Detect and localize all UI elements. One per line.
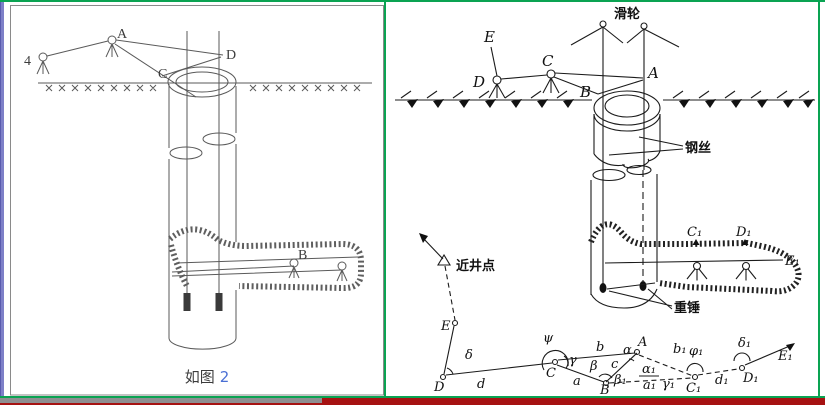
- sch-angle-beta1: β₁: [613, 373, 627, 388]
- sch-side-d1: d₁: [715, 373, 729, 388]
- green-border-top: [0, 0, 825, 2]
- label-tunnel-e1: E₁: [784, 254, 800, 269]
- label-surface-b: B: [579, 83, 591, 101]
- figure-caption: 如图 2: [185, 368, 230, 386]
- tunnel-sight-line: [604, 259, 784, 290]
- sch-angle-beta: β: [589, 359, 598, 374]
- sch-side-b1: b₁: [673, 342, 687, 357]
- bottom-red-bar: [322, 398, 825, 405]
- shaft-walls-left: [168, 84, 237, 350]
- tunnel-sight-lines-left: [171, 256, 359, 277]
- surface-triangle-lines: [490, 46, 644, 95]
- green-border-right: [818, 0, 820, 398]
- label-point-4: 4: [24, 54, 31, 69]
- shaft-break-right: [592, 164, 652, 182]
- tunnel-walls-right: [588, 221, 802, 295]
- theodolite-station-c-right: [542, 69, 560, 94]
- tunnel-walls-left: [168, 226, 364, 292]
- sch-side-a1: a₁: [643, 378, 656, 393]
- label-surface-e: E: [483, 28, 495, 46]
- caption-text: 如图: [185, 368, 215, 386]
- tunnel-station-c1: [686, 261, 708, 281]
- label-point-d-left: D: [226, 48, 236, 63]
- caption-number: 2: [220, 368, 230, 386]
- sch-point-b: B: [599, 383, 610, 396]
- label-tunnel-d1: D₁: [735, 225, 752, 240]
- theodolite-station-far: [336, 261, 348, 282]
- label-point-b-left: B: [298, 248, 307, 263]
- sch-angle-delta1: δ₁: [738, 336, 751, 351]
- sch-side-c: c: [611, 357, 619, 372]
- theodolite-station-4: [36, 52, 50, 75]
- sch-point-e1: E₁: [777, 349, 793, 364]
- theodolite-station-b: [288, 258, 300, 279]
- label-surface-c: C: [542, 52, 554, 70]
- ground-surface-right: [395, 90, 815, 108]
- sch-point-d1: D₁: [742, 371, 759, 386]
- plumb-weight-callout: [608, 288, 673, 310]
- plumb-bob: [183, 293, 191, 311]
- steel-wire-callout: [608, 136, 684, 156]
- pulleys: [570, 20, 680, 48]
- sch-point-c: C: [546, 366, 556, 381]
- sch-angle-alpha1: α₁: [642, 362, 656, 377]
- sch-side-b: b: [596, 340, 604, 355]
- bottom-gray-bar: [0, 398, 322, 405]
- surface-sight-lines-left: [46, 39, 224, 98]
- near-shaft-triangle: [437, 253, 451, 266]
- connection-schematic: [439, 319, 795, 387]
- label-surface-a: A: [646, 64, 659, 82]
- label-point-c-left: C: [158, 67, 167, 82]
- left-figure-border: [10, 5, 384, 396]
- near-shaft-point: [419, 233, 456, 321]
- sch-point-c1: C₁: [686, 381, 701, 396]
- plumb-bob: [599, 283, 607, 293]
- sch-angle-phi1: φ₁: [689, 344, 703, 359]
- plumb-bob: [215, 293, 223, 311]
- lower-shaft-right: [590, 174, 658, 309]
- right-figure-panel: 滑轮 E D C A B: [395, 6, 815, 396]
- green-panel-divider: [384, 0, 386, 398]
- sch-side-d: d: [477, 377, 485, 392]
- sch-angle-gamma: γ: [569, 353, 577, 368]
- plumb-bob: [639, 281, 647, 291]
- north-arrowhead: [419, 233, 428, 243]
- label-point-a-left: A: [117, 27, 128, 42]
- shaft-collar-right: [593, 90, 661, 169]
- left-purple-strip: [0, 0, 4, 398]
- theodolite-station-a: [105, 35, 119, 58]
- green-border-bottom: [0, 396, 825, 398]
- left-figure-panel: 4 A D C B 如图 2: [10, 5, 384, 396]
- tunnel-station-d1: [735, 261, 757, 281]
- e1-arrowhead: [786, 343, 795, 351]
- plumb-wires-right: [599, 27, 647, 293]
- tunnel-station-ticks: [692, 239, 749, 245]
- sch-angle-psi: ψ: [543, 331, 554, 346]
- sch-angle-delta: δ: [465, 348, 473, 363]
- shaft-collar-left: [167, 66, 237, 98]
- sch-point-a: A: [637, 335, 647, 350]
- sch-angle-alpha: α: [623, 343, 632, 358]
- label-pulley: 滑轮: [614, 6, 640, 22]
- label-steel-wire: 钢丝: [685, 140, 711, 156]
- label-surface-d: D: [472, 73, 485, 91]
- ground-surface-left: [38, 82, 372, 92]
- theodolite-station-d-right: [488, 75, 506, 99]
- sch-point-e: E: [440, 319, 451, 334]
- sch-point-d: D: [433, 380, 445, 395]
- plumb-wires-left: [183, 31, 223, 311]
- label-near-shaft-point: 近井点: [456, 258, 495, 274]
- label-tunnel-c1: C₁: [687, 225, 702, 240]
- sch-side-a: a: [573, 374, 581, 389]
- sch-angle-gamma1: γ₁: [662, 377, 675, 392]
- label-plumb-weight: 重锤: [674, 300, 700, 316]
